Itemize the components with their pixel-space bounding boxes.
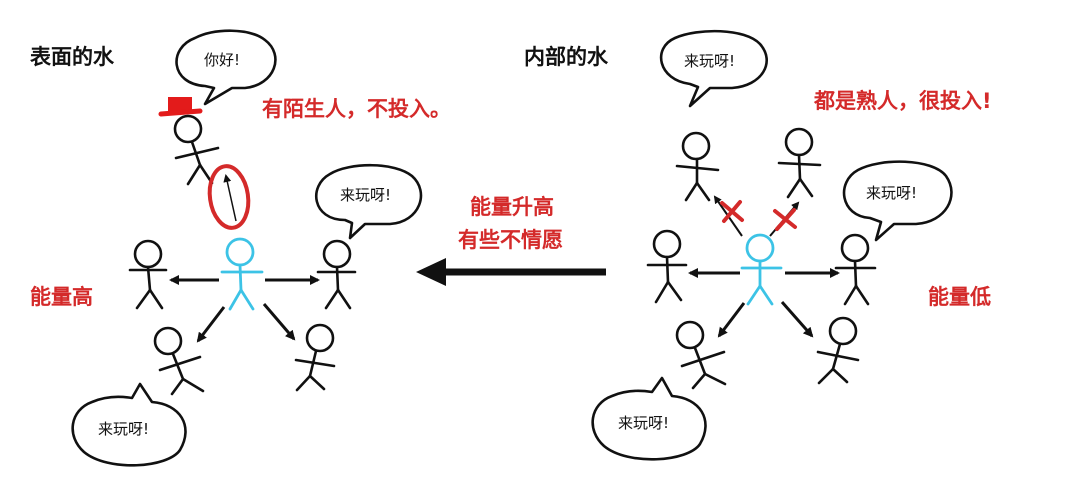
left-figure-southwest: [153, 326, 205, 396]
right-figure-northwest: [675, 131, 720, 202]
left-arrow-down-left: [196, 306, 226, 343]
right-figure-west: [646, 229, 688, 304]
stranger-figure: [158, 97, 220, 186]
right-bottom-speech-bubble: 来玩呀!: [591, 376, 707, 461]
stranger-bubble-text: 你好!: [204, 51, 240, 69]
right-right-bubble-text: 来玩呀!: [866, 184, 917, 202]
left-energy-label: 能量高: [30, 285, 93, 309]
left-center-figure: [220, 237, 264, 311]
right-top-bubble-text: 来玩呀!: [684, 52, 735, 70]
left-bottom-bubble-text: 来玩呀!: [98, 420, 149, 438]
red-x-icon-left: [720, 200, 744, 223]
transition-arrow: [416, 258, 606, 286]
left-figure-west: [128, 239, 168, 310]
left-arrow-down-right: [262, 303, 296, 341]
left-right-bubble-text: 来玩呀!: [340, 186, 391, 204]
weak-bond-ellipse: [207, 164, 251, 230]
right-right-speech-bubble: 来玩呀!: [842, 160, 953, 242]
stranger-note: 有陌生人，不投入。: [262, 97, 451, 121]
right-figure-southwest: [675, 320, 727, 390]
right-arrow-down-right: [780, 301, 814, 338]
left-bottom-speech-bubble: 来玩呀!: [71, 382, 187, 467]
acquaintance-note: 都是熟人，很投入!: [813, 89, 992, 113]
right-top-speech-bubble: 来玩呀!: [659, 29, 768, 108]
left-figure-east: [316, 239, 357, 310]
inner-water-title: 内部的水: [524, 45, 609, 69]
stranger-speech-bubble: 你好!: [175, 29, 277, 106]
right-center-figure: [740, 233, 783, 306]
right-figure-east: [834, 233, 877, 306]
right-figure-northeast: [777, 127, 822, 199]
middle-line-1: 能量升高: [470, 195, 554, 219]
red-x-icon-right: [773, 208, 797, 231]
left-figure-southeast: [294, 323, 336, 392]
right-arrow-down-left: [717, 302, 746, 338]
middle-line-2: 有些不情愿: [458, 228, 563, 252]
right-bottom-bubble-text: 来玩呀!: [618, 414, 669, 432]
right-energy-label: 能量低: [928, 285, 991, 309]
left-right-speech-bubble: 来玩呀!: [314, 163, 423, 240]
surface-water-title: 表面的水: [30, 45, 115, 69]
right-figure-southeast: [816, 316, 860, 385]
